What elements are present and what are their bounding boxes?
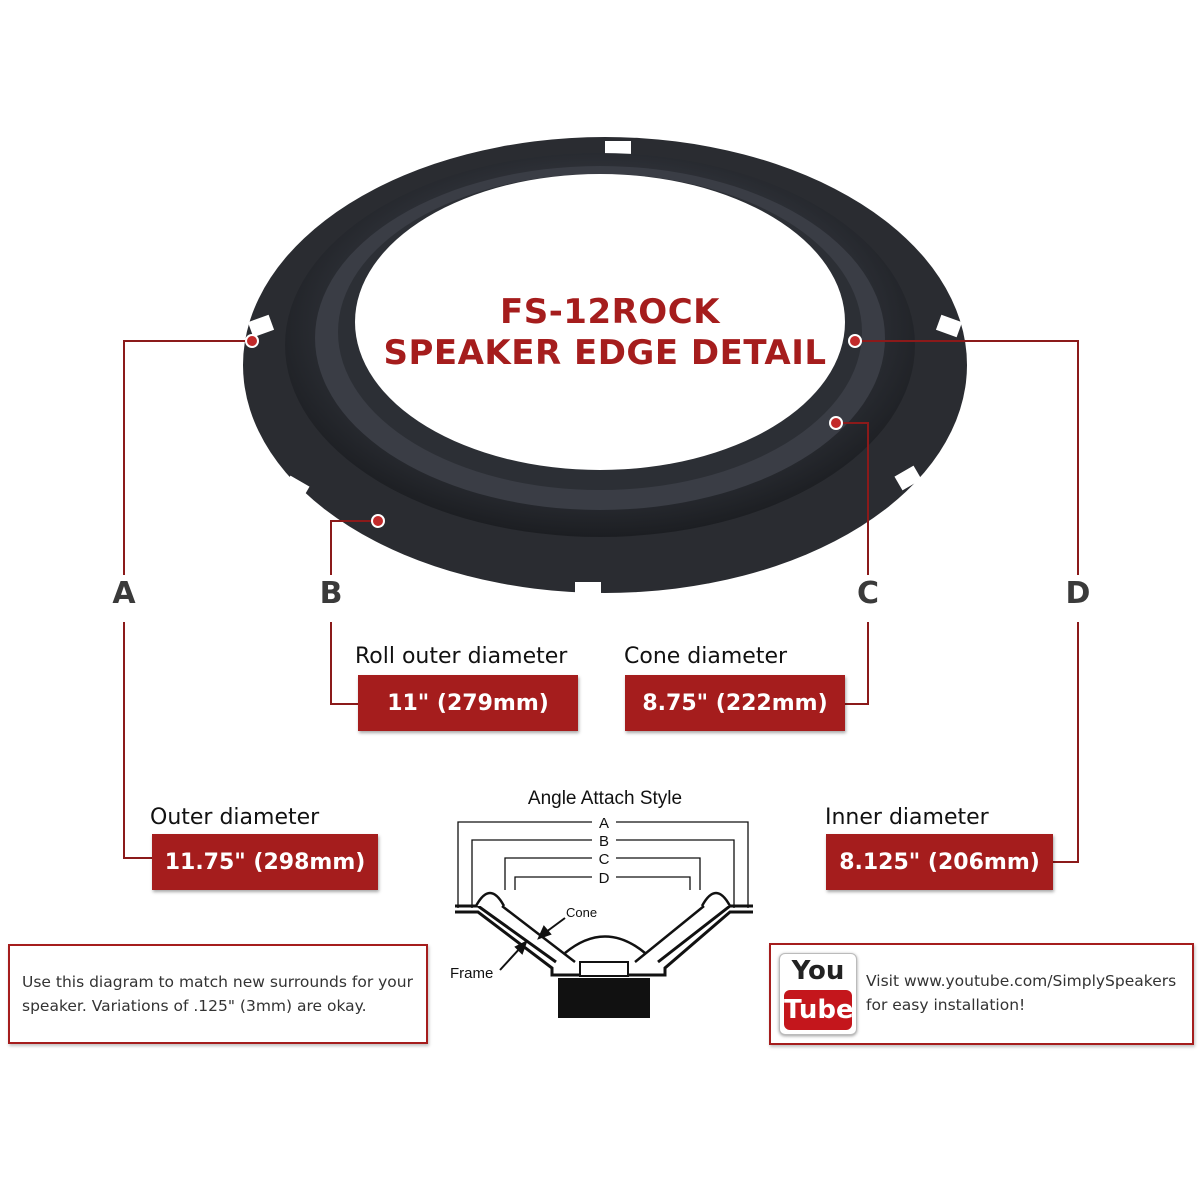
letter-b: B bbox=[319, 576, 343, 611]
bracket-letter-c: C bbox=[599, 851, 610, 868]
bracket-letter-d: D bbox=[599, 870, 610, 887]
point-d bbox=[848, 334, 862, 348]
youtube-note-line2: for easy installation! bbox=[866, 996, 1026, 1014]
note-left-line1: Use this diagram to match new surrounds … bbox=[22, 973, 413, 991]
leader-lines bbox=[123, 340, 1079, 863]
leader-c-top bbox=[836, 422, 869, 575]
youtube-logo-tube: Tube bbox=[784, 990, 854, 1030]
cross-section-diagram: A B C D bbox=[455, 814, 753, 1018]
cone-diameter-label: Cone diameter bbox=[624, 644, 788, 669]
inner-diameter-label: Inner diameter bbox=[825, 805, 989, 830]
label-arrows bbox=[499, 917, 566, 971]
letter-c: C bbox=[856, 576, 880, 611]
bracket-letter-a: A bbox=[599, 815, 609, 832]
leader-b-top bbox=[330, 520, 378, 575]
leader-a-bottom bbox=[123, 622, 152, 859]
match-surrounds-note: Use this diagram to match new surrounds … bbox=[8, 944, 428, 1044]
leader-d-top bbox=[855, 340, 1079, 575]
frame-label: Frame bbox=[450, 965, 494, 982]
leader-d-bottom bbox=[1053, 622, 1079, 863]
roll-outer-diameter-label: Roll outer diameter bbox=[355, 644, 568, 669]
inner-diameter-value: 8.125" (206mm) bbox=[826, 834, 1053, 890]
cone-diameter-value: 8.75" (222mm) bbox=[625, 675, 845, 731]
angle-attach-title: Angle Attach Style bbox=[527, 788, 683, 809]
bracket-letter-b: B bbox=[599, 833, 609, 850]
youtube-logo[interactable]: You Tube bbox=[779, 953, 857, 1035]
cone bbox=[501, 905, 705, 963]
note-left-line2: speaker. Variations of .125" (3mm) are o… bbox=[22, 997, 367, 1015]
bracket-letters: A B C D bbox=[592, 814, 616, 887]
leader-c-bottom bbox=[845, 622, 869, 705]
letter-d: D bbox=[1065, 576, 1091, 611]
youtube-note: You Tube Visit www.youtube.com/SimplySpe… bbox=[769, 943, 1194, 1045]
roll-outer-diameter-value: 11" (279mm) bbox=[358, 675, 578, 731]
magnet bbox=[558, 978, 650, 1018]
point-c bbox=[829, 416, 843, 430]
point-a bbox=[245, 334, 259, 348]
leader-a-top bbox=[123, 340, 252, 575]
letter-a: A bbox=[112, 576, 136, 611]
youtube-link-text[interactable]: Visit www.youtube.com/SimplySpeakers bbox=[866, 972, 1177, 990]
cone-label: Cone bbox=[566, 905, 598, 920]
outer-diameter-value: 11.75" (298mm) bbox=[152, 834, 378, 890]
youtube-logo-you: You bbox=[791, 956, 845, 986]
surround-rolls bbox=[474, 891, 732, 907]
point-b bbox=[371, 514, 385, 528]
leader-b-bottom bbox=[330, 622, 358, 705]
outer-diameter-label: Outer diameter bbox=[150, 805, 320, 830]
title-model: FS-12ROCK bbox=[499, 292, 721, 332]
surround-flange bbox=[243, 137, 967, 598]
measurement-points bbox=[245, 334, 862, 528]
title-subtitle: SPEAKER EDGE DETAIL bbox=[383, 333, 827, 373]
